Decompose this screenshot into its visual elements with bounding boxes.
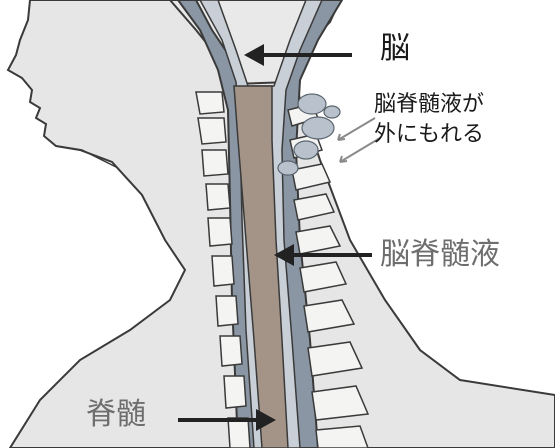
vertebra-body-3 (202, 150, 228, 176)
csf-label: 脳脊髄液 (380, 240, 500, 270)
vertebra-body-2 (198, 118, 226, 144)
leak-line-1 (338, 118, 375, 140)
vertebra-body-10 (228, 418, 250, 448)
vertebra-body-8 (220, 336, 242, 366)
csf-leak-label: 脳脊髄液が 外にもれる (374, 90, 484, 150)
vertebra-body-5 (208, 218, 232, 246)
droplet-3 (294, 141, 318, 159)
vertebra-body-7 (216, 296, 238, 326)
vertebra-body-4 (206, 184, 230, 210)
vertebra-body-9 (224, 376, 246, 408)
vertebra-body-1 (196, 92, 224, 114)
vertebra-body-6 (212, 256, 234, 286)
brain-label: 脳 (380, 34, 410, 64)
csf-leak-label-line1: 脳脊髄液が (374, 90, 484, 120)
csf-leak-label-line2: 外にもれる (374, 120, 484, 150)
droplet-1 (298, 94, 326, 114)
spinal-cord-label: 脊髄 (86, 400, 146, 430)
droplet-2 (302, 117, 334, 139)
droplet-4 (278, 161, 298, 175)
droplet-5 (324, 106, 340, 118)
spinous-process-10 (316, 426, 368, 448)
